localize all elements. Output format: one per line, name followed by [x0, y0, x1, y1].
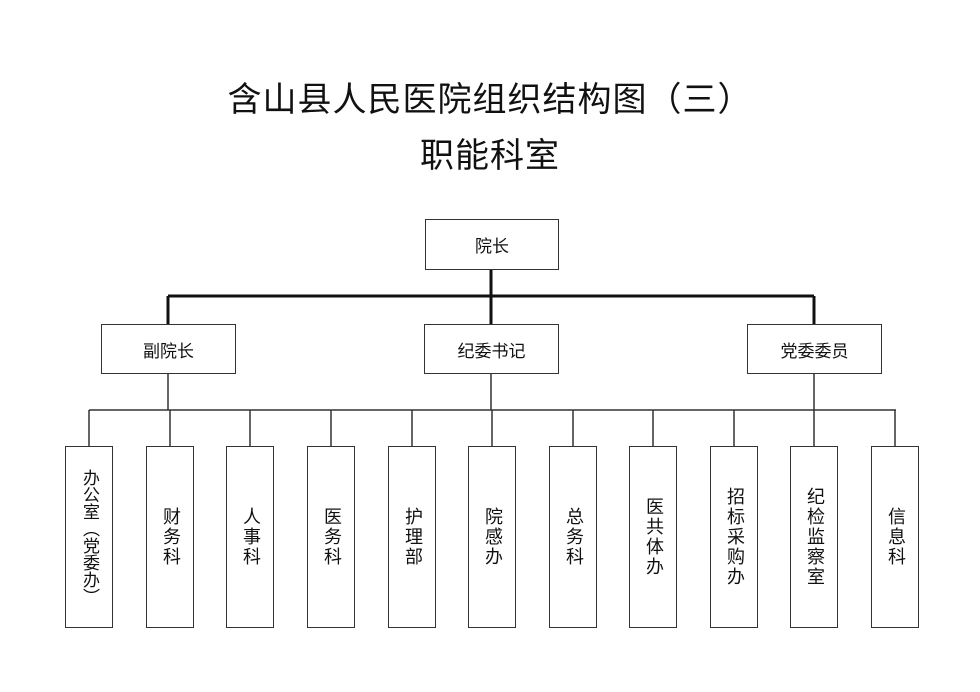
chart-subtitle: 职能科室: [420, 136, 560, 176]
box-dept-office: 办公室（党委办）: [65, 446, 113, 628]
box-dept-medical-affairs: 医务科: [307, 446, 355, 628]
box-director: 院长: [425, 219, 559, 270]
box-dept-infection-control: 院感办: [468, 446, 516, 628]
box-dept-hr: 人事科: [226, 446, 274, 628]
box-dept-infection-control-label: 院感办: [482, 507, 503, 567]
box-discipline-secretary-label: 纪委书记: [457, 341, 526, 362]
box-dept-general-affairs: 总务科: [549, 446, 597, 628]
box-dept-nursing: 护理部: [388, 446, 436, 628]
box-dept-procurement-label: 招标采购办: [724, 487, 745, 587]
box-vice-director-label: 副院长: [143, 341, 194, 362]
box-vice-director: 副院长: [101, 324, 236, 374]
box-discipline-secretary: 纪委书记: [424, 324, 559, 374]
box-party-committee: 党委委员: [747, 324, 882, 374]
box-dept-medical-community: 医共体办: [629, 446, 677, 628]
box-dept-general-affairs-label: 总务科: [563, 507, 584, 567]
department-drop-lines: [88, 410, 896, 446]
box-dept-nursing-label: 护理部: [402, 507, 423, 567]
chart-title: 含山县人民医院组织结构图（三）: [227, 80, 753, 120]
box-dept-hr-label: 人事科: [240, 507, 261, 567]
box-dept-information: 信息科: [871, 446, 919, 628]
box-dept-discipline-inspection-label: 纪检监察室: [804, 487, 825, 587]
box-dept-medical-community-label: 医共体办: [643, 497, 664, 577]
box-dept-information-label: 信息科: [885, 507, 906, 567]
box-party-committee-label: 党委委员: [780, 341, 849, 362]
box-dept-office-label: 办公室（党委办）: [79, 469, 99, 605]
box-dept-procurement: 招标采购办: [710, 446, 758, 628]
box-director-label: 院长: [475, 237, 509, 257]
box-dept-discipline-inspection: 纪检监察室: [790, 446, 838, 628]
box-dept-medical-affairs-label: 医务科: [321, 507, 342, 567]
box-dept-finance-label: 财务科: [160, 507, 181, 567]
box-dept-finance: 财务科: [146, 446, 194, 628]
